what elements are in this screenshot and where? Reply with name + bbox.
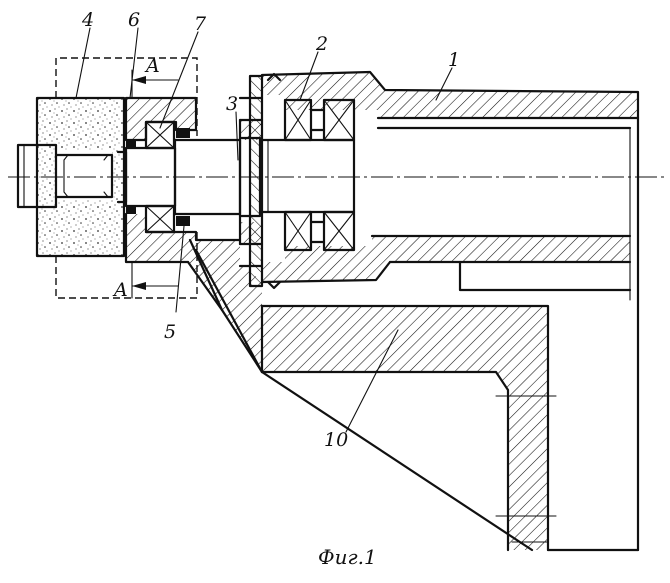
figure-caption: Фиг.1 xyxy=(318,545,377,569)
label-part-2: 2 xyxy=(315,33,328,55)
label-part-10: 10 xyxy=(324,429,348,451)
label-section-top: A xyxy=(144,55,160,77)
label-part-6: 6 xyxy=(128,9,140,31)
housing-5 xyxy=(124,212,640,552)
label-part-7: 7 xyxy=(194,13,207,35)
leader-lines xyxy=(75,27,453,433)
label-section-bottom: A xyxy=(112,279,128,301)
bearing-2 xyxy=(283,98,356,252)
label-part-5: 5 xyxy=(164,321,176,343)
label-part-1: 1 xyxy=(448,49,460,71)
guard-outline xyxy=(55,57,198,299)
section-marker-bottom xyxy=(131,261,179,299)
label-part-3: 3 xyxy=(226,93,238,115)
frame-10 xyxy=(194,248,557,552)
label-part-4: 4 xyxy=(81,9,94,31)
